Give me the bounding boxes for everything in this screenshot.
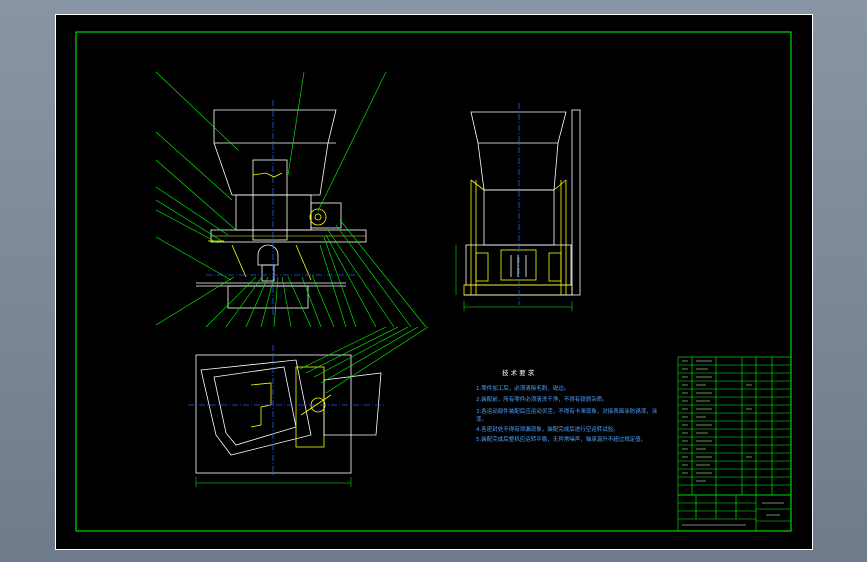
side-base	[463, 284, 573, 296]
note-3: 3.各运动部件装配后应运动灵活，不得有卡滞现象，对接表面涂防锈漆，涂	[476, 407, 658, 415]
front-hopper	[213, 109, 337, 196]
tech-requirements-title: 技 术 要 求	[502, 368, 535, 377]
plan-outline	[195, 354, 352, 474]
note-3-cont: 漆。	[476, 415, 487, 423]
drawing-canvas: 技 术 要 求 1.零件加工后，必须清除毛刺、锐边。 2.装配前，所有零件必须清…	[75, 31, 792, 532]
parts-list	[677, 356, 792, 496]
note-5: 5.装配完成后整机应运转平稳，无异常噪声，轴承温升不超过规定值。	[476, 435, 646, 443]
drawing-sheet[interactable]: 技 术 要 求 1.零件加工后，必须清除毛刺、锐边。 2.装配前，所有零件必须清…	[55, 14, 813, 550]
front-leaders	[155, 71, 427, 328]
front-chute	[252, 159, 288, 241]
side-view	[455, 103, 581, 311]
note-1: 1.零件加工后，必须清除毛刺、锐边。	[476, 384, 569, 392]
note-4: 4.各密封处不得有泄漏现象，装配完成后进行空运转试验。	[476, 425, 619, 433]
front-view	[196, 100, 367, 315]
tech-requirements: 技 术 要 求 1.零件加工后，必须清除毛刺、锐边。 2.装配前，所有零件必须清…	[476, 368, 658, 443]
side-hopper	[470, 111, 567, 191]
side-lower-box	[465, 244, 572, 286]
front-wheel	[309, 208, 327, 226]
title-block	[677, 494, 792, 532]
note-2: 2.装配前，所有零件必须清洗干净，不得有铁屑杂质。	[476, 395, 608, 403]
plan-view	[188, 326, 429, 487]
drawing-border	[75, 31, 792, 532]
